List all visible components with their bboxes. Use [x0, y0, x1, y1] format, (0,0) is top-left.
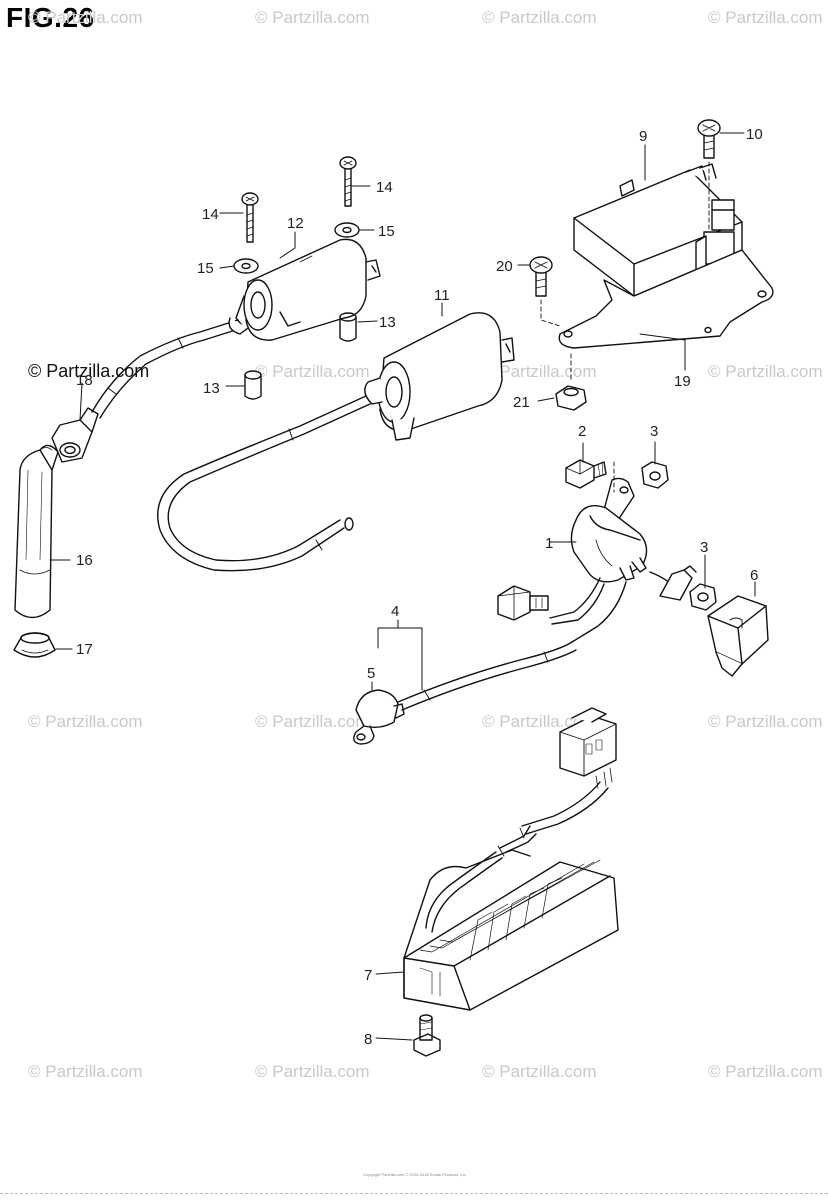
bolt-14-right-icon[interactable]	[339, 156, 357, 207]
callout-17: 17	[76, 641, 93, 658]
bolt-2-icon[interactable]	[565, 459, 607, 489]
callout-14-right: 14	[376, 179, 393, 196]
coil-11-lead-wire	[157, 395, 371, 572]
relay-harness-connector-icon[interactable]	[497, 585, 549, 621]
callout-20: 20	[496, 258, 513, 275]
nut-3-upper-icon[interactable]	[641, 461, 669, 489]
watermark: © Partzilla.com	[482, 362, 597, 381]
watermark: © Partzilla.com	[28, 1062, 143, 1081]
collar-13-lower-icon[interactable]	[244, 370, 262, 400]
callout-5: 5	[367, 665, 375, 682]
callout-14-left: 14	[202, 206, 219, 223]
callout-leaders	[49, 132, 756, 1041]
watermark: © Partzilla.com	[255, 362, 370, 381]
watermark: © Partzilla.com	[255, 8, 370, 27]
bolt-14-left-icon[interactable]	[241, 192, 259, 243]
callout-labels: 1 2 3 3 4 5 6 7 8 9 10 11 12 13 13 14 14…	[76, 126, 763, 1048]
nut-21-icon[interactable]	[555, 385, 587, 411]
callout-13-upper: 13	[379, 314, 396, 331]
callout-18: 18	[76, 372, 93, 389]
figure-title: FIG.26	[6, 2, 95, 33]
callout-4: 4	[391, 603, 399, 620]
callout-7: 7	[364, 967, 372, 984]
screw-20-icon[interactable]	[529, 256, 553, 297]
cdi-bracket-19-icon[interactable]	[558, 249, 774, 349]
watermark: © Partzilla.com	[708, 1062, 823, 1081]
watermark: © Partzilla.com	[708, 712, 823, 731]
callout-13-lower: 13	[203, 380, 220, 397]
watermark: © Partzilla.com	[28, 8, 143, 27]
callout-1: 1	[545, 535, 553, 552]
relay-cover-6-icon[interactable]	[707, 595, 769, 677]
washer-15-left-icon[interactable]	[233, 258, 259, 274]
callout-11: 11	[434, 287, 450, 304]
regulator-rectifier-7-icon[interactable]	[403, 849, 619, 1011]
ignition-coil-12-icon[interactable]	[228, 238, 381, 341]
watermark: © Partzilla.com	[255, 712, 370, 731]
nut-3-lower-icon[interactable]	[689, 583, 717, 611]
washer-15-right-icon[interactable]	[334, 222, 360, 238]
coil-lead-wire	[91, 319, 243, 419]
callout-8: 8	[364, 1031, 372, 1048]
callout-10: 10	[746, 126, 763, 143]
callout-3-lower: 3	[700, 539, 708, 556]
plug-cap-assembly-icon[interactable]	[13, 407, 99, 658]
callout-19: 19	[674, 373, 691, 390]
watermark: © Partzilla.com	[708, 8, 823, 27]
copyright-note: Copyright Partzilla.com © 2016-2018 Snea…	[363, 1172, 467, 1177]
watermark: © Partzilla.com	[482, 712, 597, 731]
callout-3-upper: 3	[650, 423, 658, 440]
watermark: © Partzilla.com	[482, 8, 597, 27]
bolt-8-icon[interactable]	[413, 1014, 441, 1057]
screw-10-icon[interactable]	[697, 119, 721, 159]
watermark: © Partzilla.com	[708, 362, 823, 381]
battery-lead-4-icon[interactable]	[353, 641, 577, 745]
watermark: © Partzilla.com	[255, 1062, 370, 1081]
callout-2: 2	[578, 423, 586, 440]
collar-13-upper-icon[interactable]	[339, 312, 357, 342]
ignition-coil-11-icon[interactable]	[364, 312, 515, 441]
page-bottom-rule	[0, 1193, 828, 1194]
callout-15-right: 15	[378, 223, 395, 240]
callout-21: 21	[513, 394, 530, 411]
callout-9: 9	[639, 128, 647, 145]
starter-relay-1-icon[interactable]	[549, 477, 677, 643]
callout-12: 12	[287, 215, 304, 232]
callout-6: 6	[750, 567, 758, 584]
regulator-harness-icon	[425, 707, 617, 933]
watermark: © Partzilla.com	[28, 712, 143, 731]
callout-15-left: 15	[197, 260, 214, 277]
watermark: © Partzilla.com	[482, 1062, 597, 1081]
relay-terminal-lead-icon	[659, 565, 697, 601]
callout-16: 16	[76, 552, 93, 569]
